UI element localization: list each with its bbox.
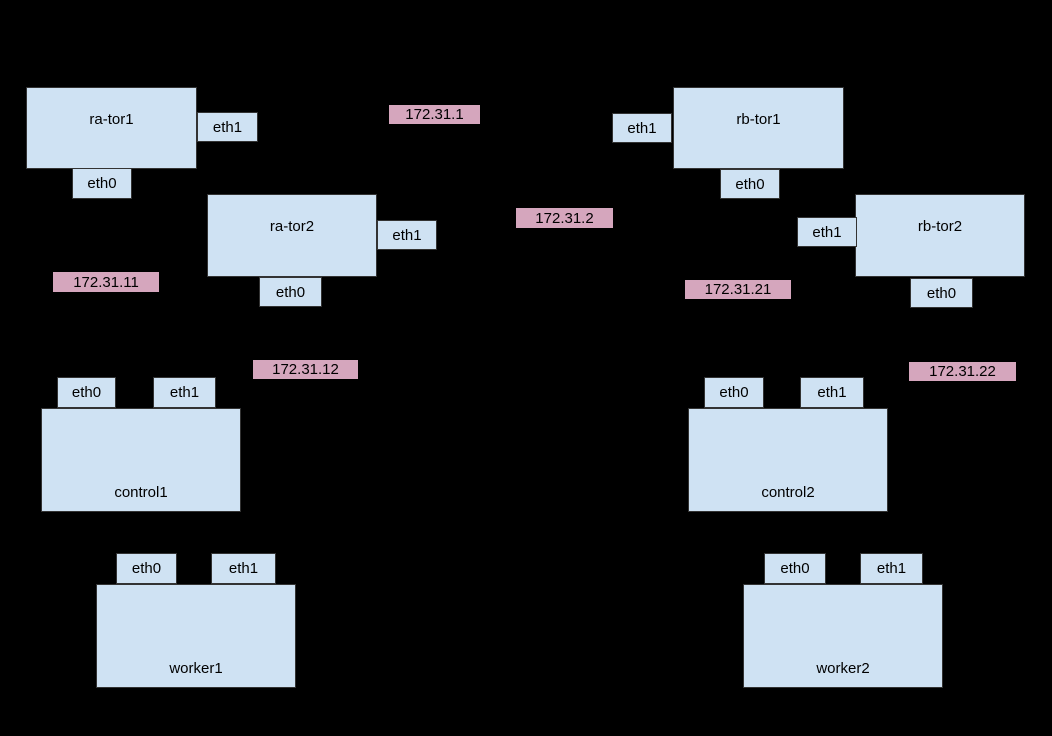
node-worker2: worker2 (743, 584, 943, 688)
port-label: eth1 (812, 223, 842, 241)
port-control1-eth1: eth1 (153, 377, 216, 408)
port-label: eth0 (275, 283, 306, 301)
node-ra-tor1: ra-tor1 (26, 87, 197, 169)
port-label: eth0 (926, 284, 957, 302)
port-label: eth1 (212, 118, 243, 136)
ip-text: 172.31.1 (405, 106, 464, 123)
port-worker2-eth1: eth1 (860, 553, 923, 584)
node-rb-tor2: rb-tor2 (855, 194, 1025, 277)
port-control2-eth1: eth1 (800, 377, 864, 408)
node-label: control2 (761, 484, 815, 501)
ip-text: 172.31.2 (535, 209, 594, 227)
port-control2-eth0: eth0 (704, 377, 764, 408)
port-rb-tor1-eth1: eth1 (612, 113, 672, 143)
port-label: eth1 (876, 560, 907, 577)
port-label: eth0 (719, 384, 749, 401)
ip-label-172-31-22: 172.31.22 (909, 362, 1016, 381)
ip-label-172-31-2: 172.31.2 (516, 208, 613, 228)
port-ra-tor1-eth1: eth1 (197, 112, 258, 142)
node-label: worker2 (816, 660, 870, 677)
node-label: ra-tor2 (269, 218, 315, 235)
node-rb-tor1: rb-tor1 (673, 87, 844, 169)
node-label: rb-tor1 (736, 111, 781, 128)
ip-label-172-31-12: 172.31.12 (253, 360, 358, 379)
node-ra-tor2: ra-tor2 (207, 194, 377, 277)
port-rb-tor2-eth0: eth0 (910, 278, 973, 308)
port-worker2-eth0: eth0 (764, 553, 826, 584)
port-label: eth1 (392, 226, 422, 244)
port-rb-tor2-eth1: eth1 (797, 217, 857, 247)
port-label: eth0 (780, 560, 810, 577)
ip-text: 172.31.11 (73, 273, 139, 291)
node-label: worker1 (169, 660, 223, 677)
ip-label-172-31-21: 172.31.21 (685, 280, 791, 299)
ip-label-172-31-11: 172.31.11 (53, 272, 159, 292)
port-label: eth0 (131, 560, 162, 577)
port-ra-tor1-eth0: eth0 (72, 168, 132, 199)
port-label: eth1 (169, 384, 200, 401)
ip-text: 172.31.21 (704, 281, 772, 298)
ip-text: 172.31.12 (272, 361, 339, 378)
ip-label-172-31-1: 172.31.1 (389, 105, 480, 124)
node-label: control1 (114, 484, 168, 501)
node-worker1: worker1 (96, 584, 296, 688)
port-label: eth0 (735, 175, 765, 193)
port-label: eth0 (87, 175, 117, 192)
port-worker1-eth0: eth0 (116, 553, 177, 584)
ip-text: 172.31.22 (929, 363, 996, 380)
node-label: rb-tor2 (917, 218, 963, 235)
port-label: eth1 (228, 560, 259, 577)
node-label: ra-tor1 (89, 111, 134, 128)
node-control1: control1 (41, 408, 241, 512)
port-control1-eth0: eth0 (57, 377, 116, 408)
port-label: eth0 (71, 384, 102, 401)
node-control2: control2 (688, 408, 888, 512)
port-label: eth1 (627, 119, 657, 137)
port-worker1-eth1: eth1 (211, 553, 276, 584)
port-label: eth1 (817, 384, 847, 401)
port-ra-tor2-eth0: eth0 (259, 277, 322, 307)
port-ra-tor2-eth1: eth1 (377, 220, 437, 250)
port-rb-tor1-eth0: eth0 (720, 169, 780, 199)
